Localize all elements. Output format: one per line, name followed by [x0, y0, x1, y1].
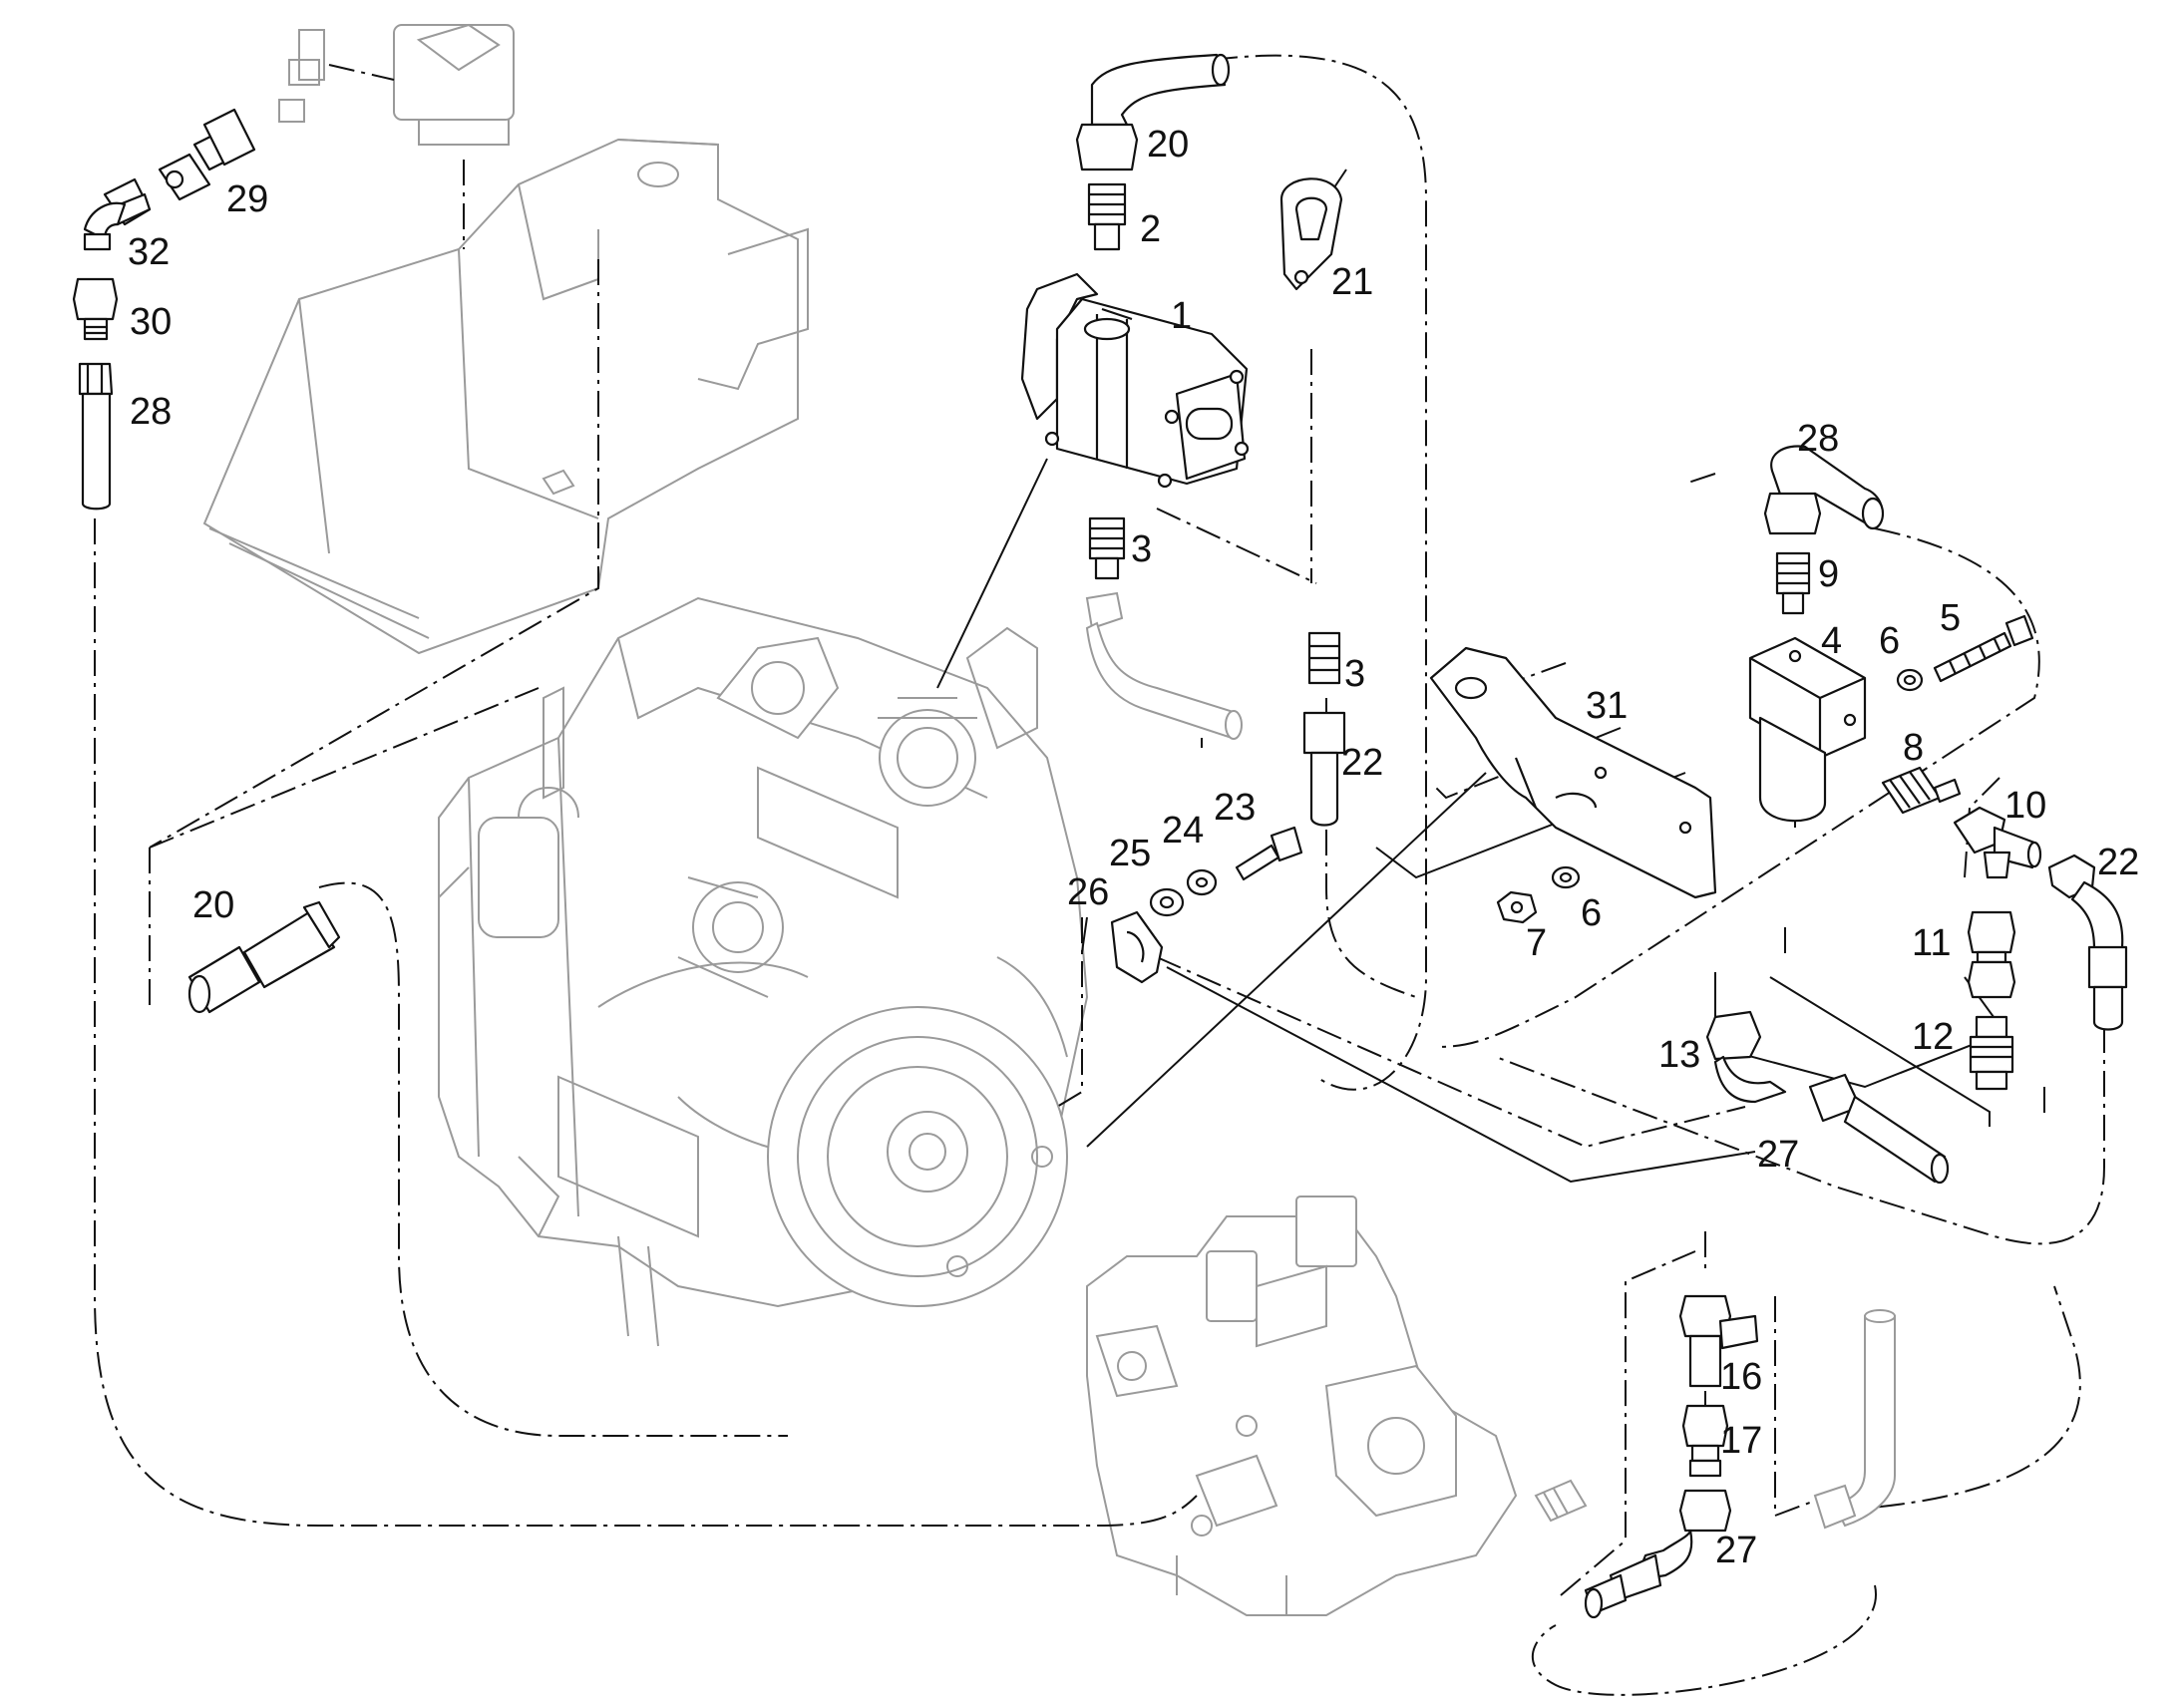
hose-elbow-28-right [1763, 445, 1885, 535]
nut-7 [1496, 890, 1538, 924]
hose-elbow-faint-pump [1085, 591, 1243, 740]
callout-1: 1 [1171, 295, 1192, 337]
callout-28-right: 28 [1797, 418, 1839, 460]
fitting-29 [158, 108, 256, 201]
hose-faint-lower-right [1813, 1309, 1896, 1530]
callout-3-right: 3 [1344, 653, 1365, 695]
callout-10: 10 [2004, 785, 2046, 827]
union-30 [72, 277, 119, 341]
callout-7: 7 [1526, 922, 1547, 964]
bracket-31 [1429, 646, 1717, 899]
hydrostatic-pump-assembly [1086, 1196, 1518, 1616]
clamp-21 [1279, 177, 1343, 291]
callout-27-middle: 27 [1757, 1134, 1799, 1176]
clamp-26 [1110, 910, 1164, 984]
nipple-9 [1775, 551, 1811, 615]
callout-32: 32 [128, 231, 170, 273]
tee-16 [1678, 1294, 1759, 1388]
callout-31: 31 [1586, 685, 1628, 727]
washer-24 [1186, 868, 1218, 896]
callout-23: 23 [1214, 787, 1256, 829]
callout-20-top: 20 [1147, 124, 1189, 166]
callout-22-far-right: 22 [2097, 842, 2139, 883]
nipple-2 [1087, 182, 1127, 251]
callouts: 1 2 3 3 4 5 6 6 7 8 9 10 11 12 13 16 17 … [128, 124, 2139, 1571]
washer-25 [1149, 887, 1185, 917]
hose-27-middle [1808, 1073, 1950, 1185]
callout-16: 16 [1720, 1356, 1762, 1398]
callout-4: 4 [1821, 620, 1842, 662]
bolt-5 [1933, 614, 2034, 683]
callout-21: 21 [1331, 261, 1373, 303]
hose-28-left [78, 362, 114, 511]
hose-22-right [1302, 711, 1346, 827]
callout-25: 25 [1109, 833, 1151, 874]
callout-8: 8 [1903, 727, 1924, 769]
callout-29: 29 [226, 178, 268, 220]
hose-elbow-27-lower [1584, 1489, 1732, 1619]
callout-6-upper: 6 [1879, 620, 1900, 662]
callout-9: 9 [1818, 553, 1839, 595]
nipple-12 [1969, 1015, 2014, 1091]
gear-pump-1 [1020, 272, 1250, 489]
union-11 [1967, 910, 2016, 999]
tee-10 [1953, 806, 2042, 879]
engine-block [438, 596, 1089, 1347]
routing-lines [94, 54, 2105, 1696]
hose-elbow-22-far-right [2047, 854, 2128, 1031]
callout-6-lower: 6 [1581, 892, 1602, 934]
callout-17: 17 [1720, 1420, 1762, 1462]
callout-26: 26 [1067, 871, 1109, 913]
tank-frame-assembly [202, 23, 809, 655]
callout-24: 24 [1162, 810, 1204, 852]
callout-28-left: 28 [130, 391, 172, 433]
callout-5: 5 [1940, 597, 1961, 639]
callout-12: 12 [1912, 1016, 1954, 1058]
callout-2: 2 [1140, 208, 1161, 250]
hose-elbow-20-top [1075, 53, 1231, 171]
fitting-faint-pump-port [1534, 1479, 1588, 1523]
bolt-23 [1235, 826, 1303, 881]
union-17 [1681, 1404, 1729, 1478]
callout-30: 30 [130, 301, 172, 343]
washer-6-lower [1551, 865, 1581, 889]
nipple-8 [1881, 766, 1962, 815]
nipple-3-upper [1088, 516, 1126, 580]
callout-11: 11 [1912, 922, 1951, 964]
hose-elbow-13 [1705, 1010, 1787, 1104]
elbow-32 [83, 177, 152, 251]
hose-20-left [187, 900, 341, 1014]
washer-6-upper [1896, 668, 1924, 692]
callout-22-right: 22 [1341, 742, 1383, 784]
nipple-3-right [1307, 631, 1341, 685]
callout-13: 13 [1658, 1034, 1700, 1076]
callout-3-upper: 3 [1131, 528, 1152, 570]
callout-27-lower: 27 [1715, 1530, 1757, 1571]
callout-20-left: 20 [192, 884, 234, 926]
valve-block-4 [1748, 636, 1867, 823]
